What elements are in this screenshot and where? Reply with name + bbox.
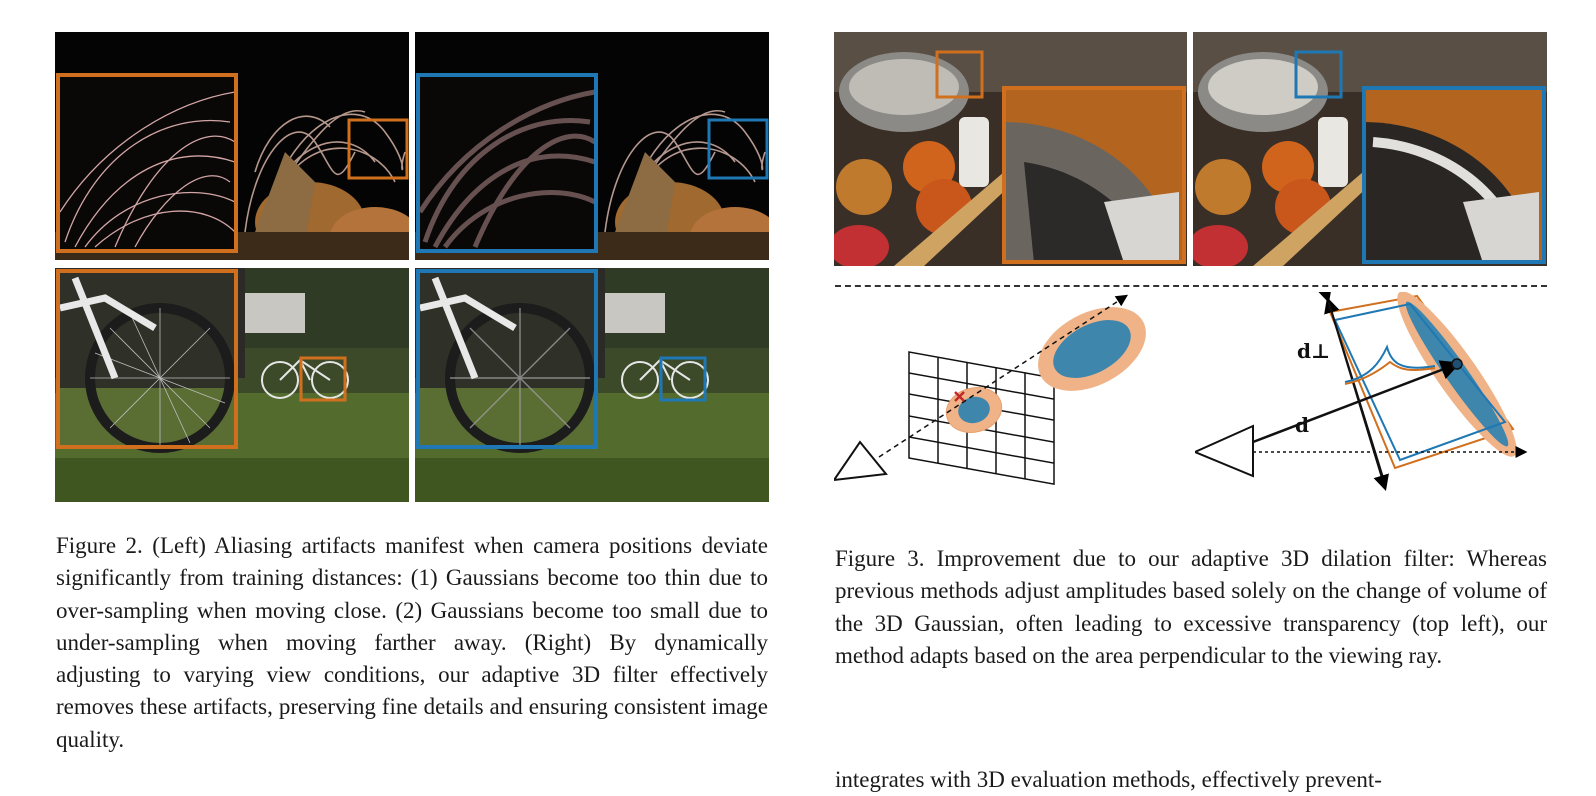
- fig2-bicycle-ours-image: [415, 268, 769, 502]
- figure-3-caption: Figure 3. Improvement due to our adaptiv…: [835, 546, 1547, 668]
- fig3-kitchen-baseline-image: [834, 32, 1187, 266]
- fig2-plant-ours-image: [415, 32, 769, 260]
- body-text-continuation: integrates with 3D evaluation methods, e…: [835, 767, 1382, 792]
- figure-2-caption: Figure 2. (Left) Aliasing artifacts mani…: [56, 533, 768, 752]
- label-d-perp: d⊥: [1297, 339, 1330, 363]
- fig3-kitchen-ours-image: [1193, 32, 1547, 266]
- fig3-previous-method-diagram: [834, 292, 1184, 504]
- fig2-bicycle-baseline-image: [55, 268, 409, 502]
- fig3-our-method-diagram: d⊥ d: [1195, 292, 1547, 504]
- label-d: d: [1295, 413, 1309, 437]
- figure-3-divider: [835, 285, 1547, 287]
- fig2-plant-baseline-image: [55, 32, 409, 260]
